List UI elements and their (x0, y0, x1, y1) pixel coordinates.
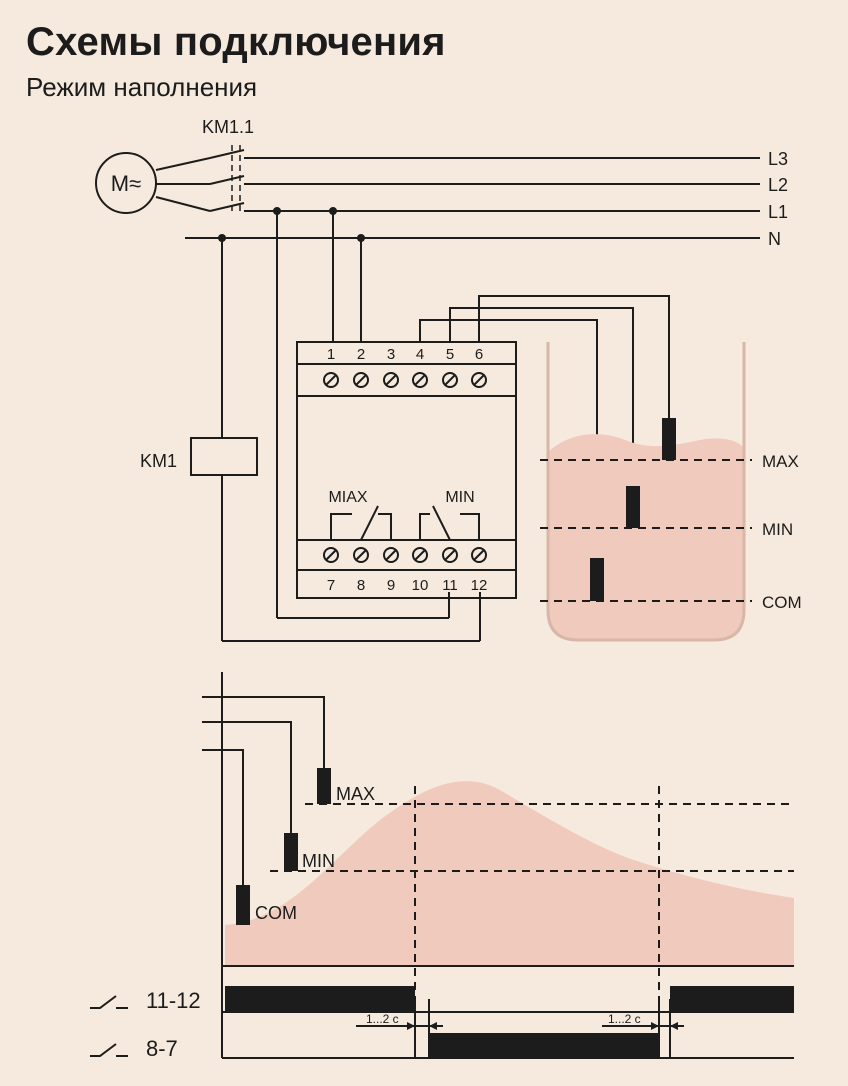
timing-probe-max (317, 768, 331, 804)
terminal-7: 7 (327, 577, 335, 594)
coil-label: KM1 (140, 451, 177, 471)
line-label-l3: L3 (768, 149, 788, 169)
terminal-3: 3 (387, 346, 395, 363)
motor-label: M≈ (111, 171, 141, 196)
contact-min-switch (419, 505, 480, 541)
page-title: Схемы подключения (26, 20, 446, 64)
terminal-8: 8 (357, 577, 365, 594)
terminal-6: 6 (475, 346, 483, 363)
tank-liquid (548, 434, 744, 640)
motor-contactor: M≈ KM1.1 (95, 117, 254, 214)
contact-max-label: MIAX (328, 489, 367, 506)
probe-min (626, 486, 640, 528)
timing-level-min: MIN (302, 851, 335, 871)
contact-min-label: MIN (445, 489, 474, 506)
terminal-2: 2 (357, 346, 365, 363)
line-label-l1: L1 (768, 202, 788, 222)
timing-diagram: MAX MIN COM 11-12 8-7 (90, 672, 794, 1061)
power-lines: L3 L2 L1 N (185, 149, 788, 249)
contact-label: KM1.1 (202, 117, 254, 137)
terminal-1: 1 (327, 346, 335, 363)
tank-level-com: COM (762, 593, 802, 612)
delay-label-2: 1...2 c (608, 1012, 641, 1026)
timing-probe-com (236, 885, 250, 925)
terminal-12: 12 (471, 577, 488, 594)
output-11-12-high-2 (670, 986, 794, 1012)
contact-max-switch (330, 505, 392, 541)
timing-level-max: MAX (336, 784, 375, 804)
page-subtitle: Режим наполнения (26, 72, 258, 102)
tank: MAX MIN COM (540, 342, 802, 642)
tank-level-max: MAX (762, 452, 799, 471)
terminal-11: 11 (442, 577, 458, 594)
line-label-l2: L2 (768, 175, 788, 195)
delay-label-1: 1...2 c (366, 1012, 399, 1026)
probe-com (590, 558, 604, 601)
bottom-screw-row (323, 547, 487, 563)
probe-max (662, 418, 676, 460)
timing-liquid-curve (225, 781, 794, 966)
output-label-11-12: 11-12 (146, 988, 201, 1013)
timing-probe-min (284, 833, 298, 871)
coil-box (190, 437, 258, 476)
tank-level-min: MIN (762, 520, 793, 539)
output-8-7-high (429, 1033, 659, 1058)
terminal-10: 10 (412, 577, 429, 594)
line-label-n: N (768, 229, 781, 249)
timing-level-com: COM (255, 903, 297, 923)
terminal-9: 9 (387, 577, 395, 594)
coil-km1: KM1 (140, 207, 481, 642)
top-screw-row (323, 372, 487, 388)
terminal-4: 4 (416, 346, 424, 363)
output-label-8-7: 8-7 (146, 1036, 178, 1061)
relay-block: 1 2 3 4 5 6 7 8 (296, 341, 517, 599)
output-11-12-high-1 (225, 986, 415, 1012)
terminal-5: 5 (446, 346, 454, 363)
